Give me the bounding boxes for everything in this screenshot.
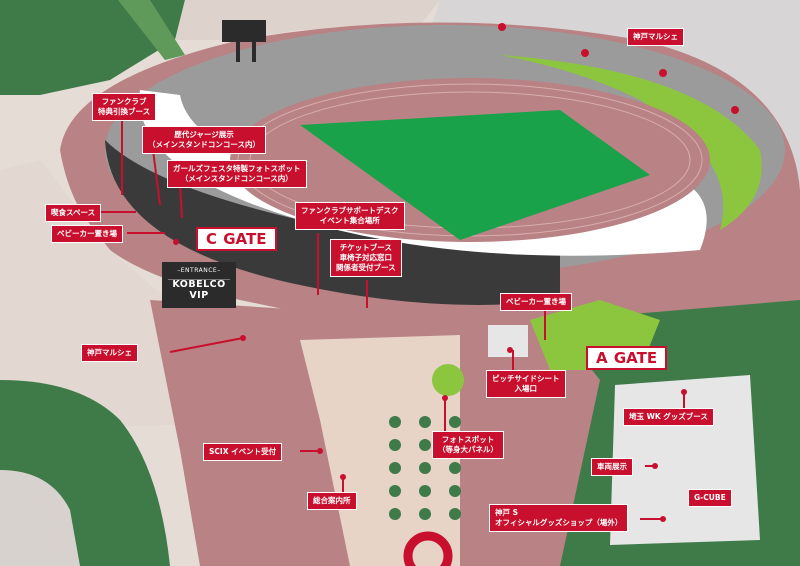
scoreboard-pole [236,42,240,62]
label-saitama-wk-goods: 埼玉 WK グッズブース [624,409,713,425]
c-gate-letter: C [206,230,219,248]
label-g-cube: G-CUBE [689,490,731,506]
label-photo-spot: フォトスポット （等身大パネル） [433,432,503,458]
label-food-space: 喫食スペース [46,205,101,221]
label-info-center: 総合案内所 [308,493,356,509]
label-ticket-booth: チケットブース 車椅子対応窓口 関係者受付ブース [331,240,401,276]
scoreboard-pole [252,42,256,62]
c-gate-word: GATE [223,230,267,248]
label-stroller-left: ベビーカー置き場 [52,226,122,242]
label-stroller-right: ベビーカー置き場 [501,294,571,310]
label-vehicle-display: 車両展示 [592,459,632,475]
kobelco-vip-entrance-sign: –ENTRANCE– KOBELCO VIP [162,262,236,308]
a-gate-sign: A GATE [586,346,668,370]
park-path [118,0,185,60]
label-pitchside-seat: ピッチサイドシート 入場口 [487,371,565,397]
entrance-name: KOBELCO VIP [172,279,226,301]
label-fanclub-support: ファンクラブサポートデスク イベント集合場所 [296,203,404,229]
label-kobe-marche-left: 神戸マルシェ [82,345,137,361]
red-ring-marker [403,531,453,566]
a-gate-letter: A [596,349,609,367]
plaza-trees [389,416,461,520]
label-kobe-marche-top: 神戸マルシェ [628,29,683,45]
scoreboard [222,20,266,42]
label-jersey-display: 歴代ジャージ展示 （メインスタンドコンコース内） [143,127,265,153]
label-girls-fest-photo: ガールズフェスタ特製フォトスポット （メインスタンドコンコース内） [168,161,306,187]
entrance-heading: –ENTRANCE– [177,267,221,274]
label-scix-event: SCIX イベント受付 [204,444,282,460]
label-fanclub-perks: ファンクラブ 特典引換ブース [93,94,156,120]
c-gate-sign: C GATE [196,227,277,251]
leader-lines [101,117,685,520]
a-gate-word: GATE [613,349,658,367]
stand-facade [105,140,560,305]
sign-divider [168,279,230,280]
grass-slope [500,55,762,230]
round-lawn [432,364,464,396]
label-kobe-official-shop: 神戸 S オフィシャルグッズショップ（場外） [490,505,628,531]
pitch [300,110,650,240]
park-bottom-left-path [0,470,80,566]
top-right-area [430,0,800,185]
